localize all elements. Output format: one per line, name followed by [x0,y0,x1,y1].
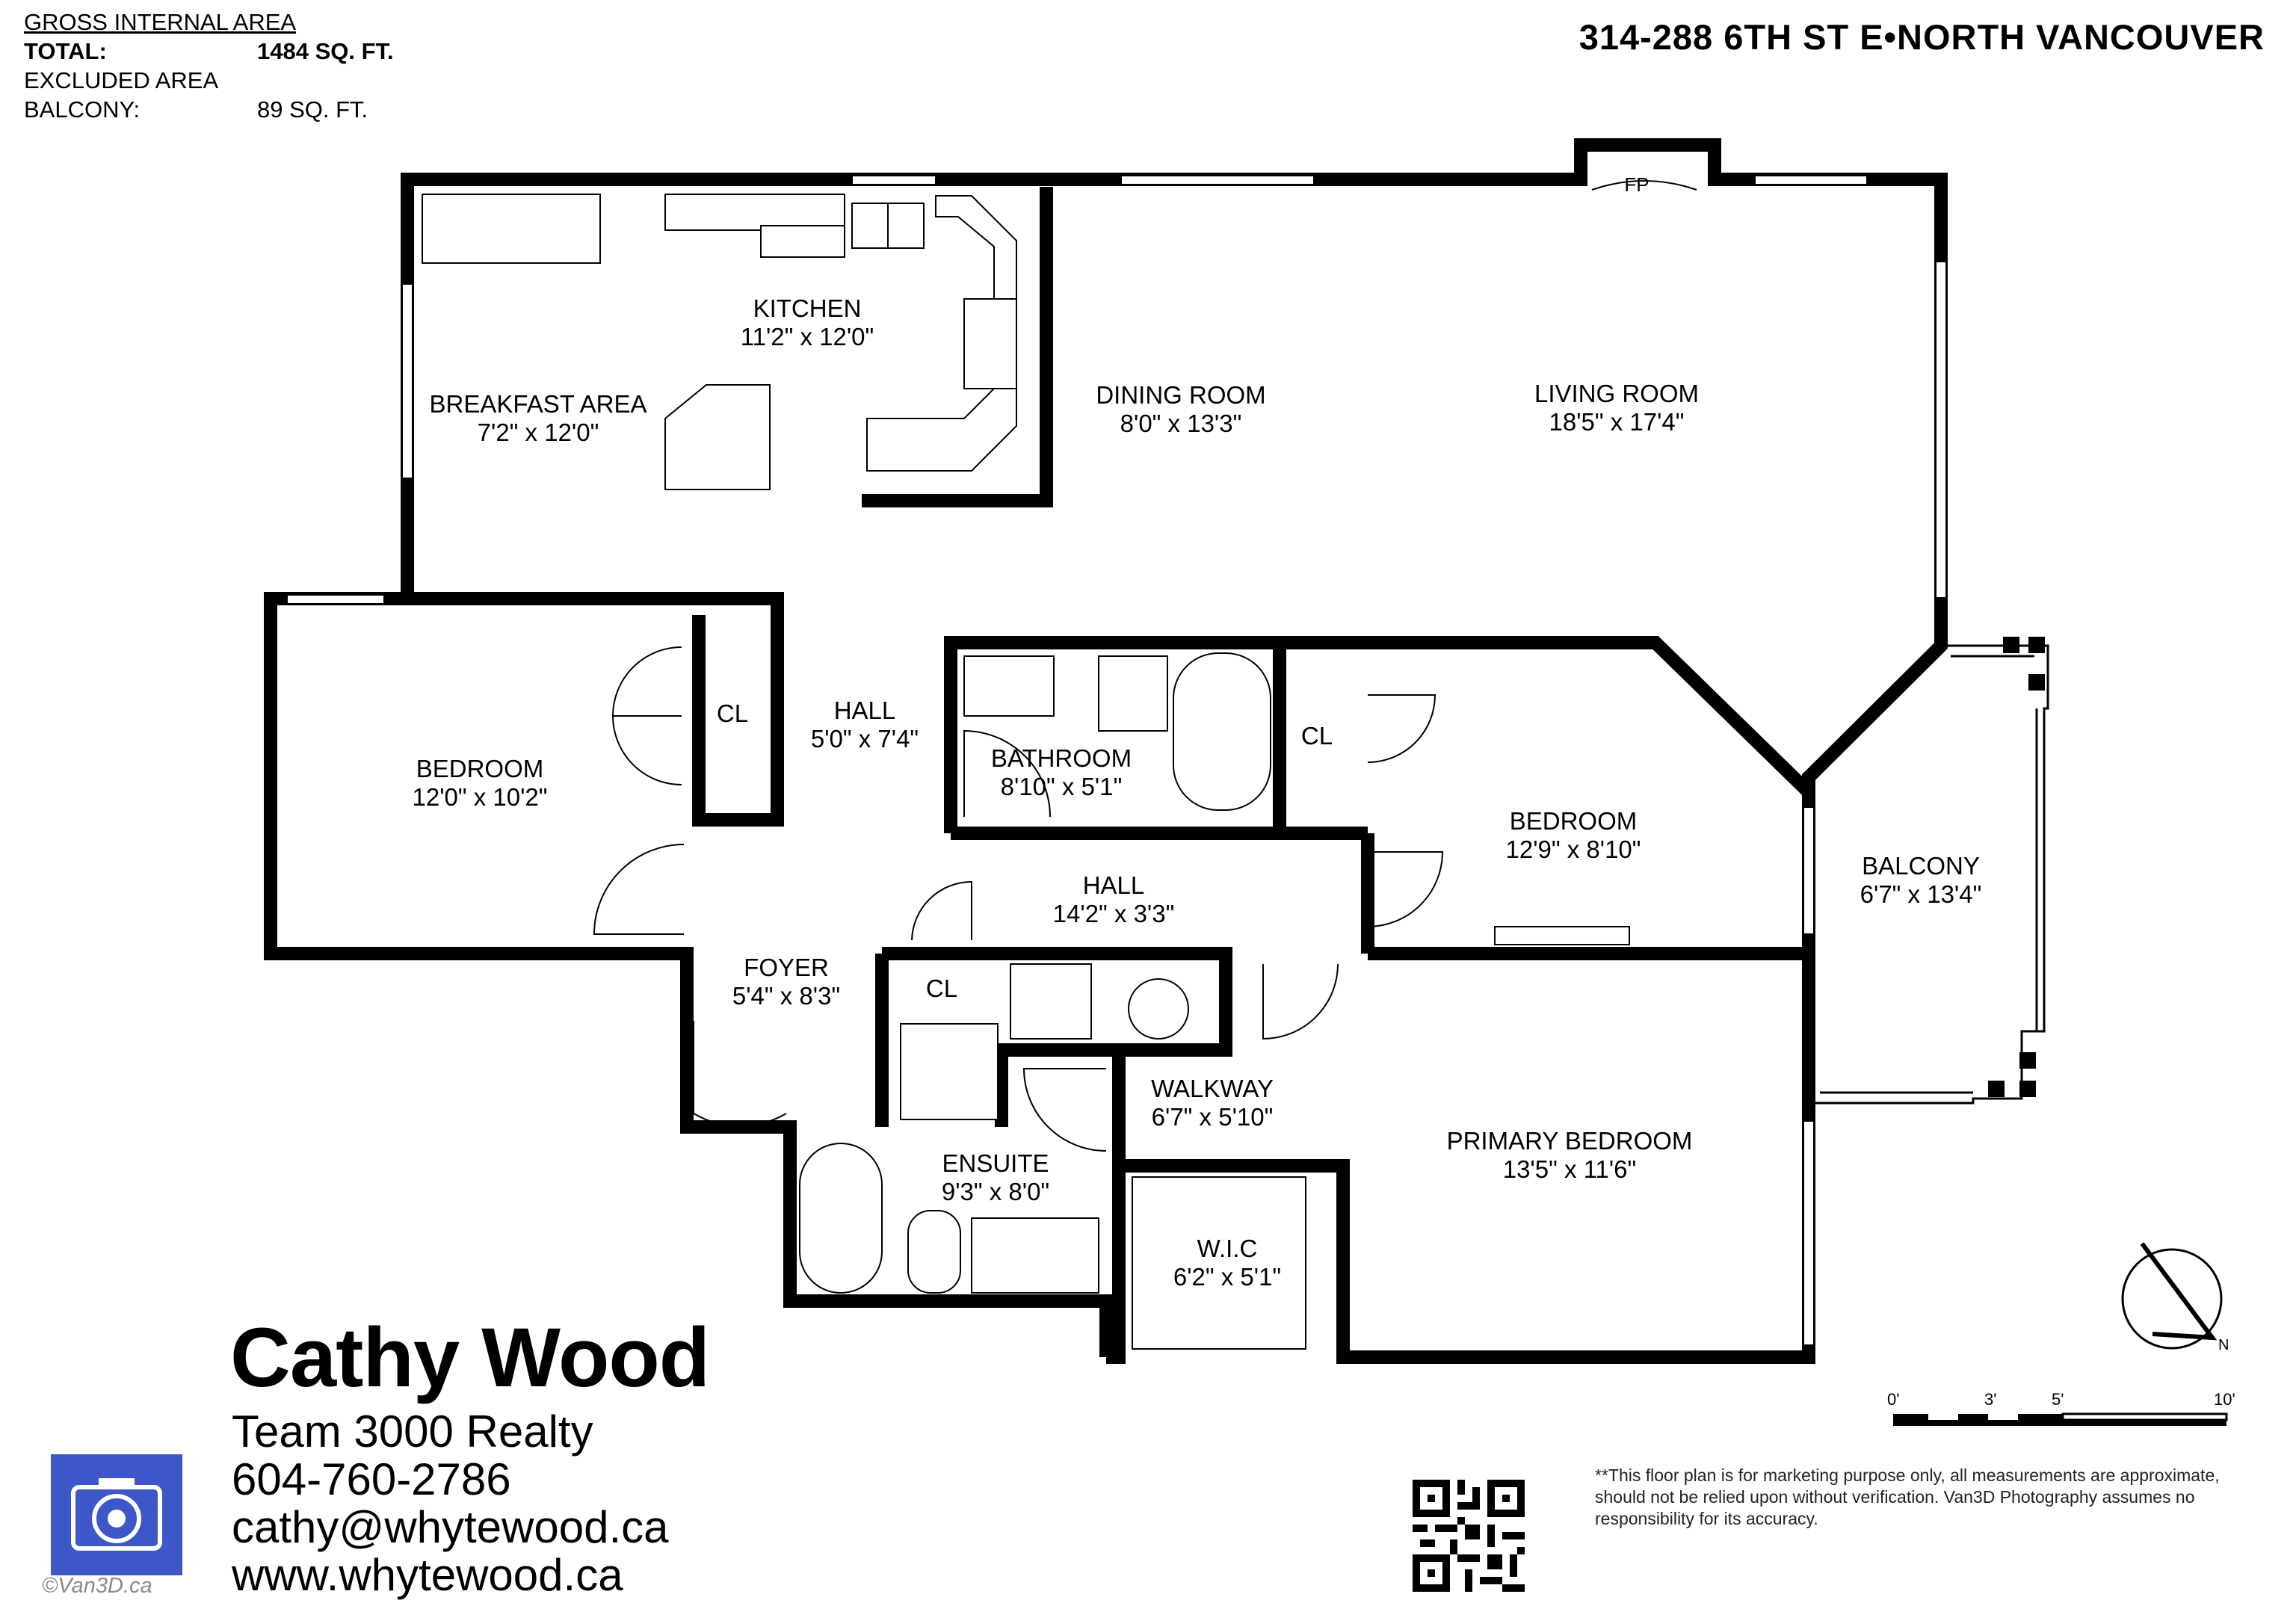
room-size-kitchen: 11'2" x 12'0" [741,323,874,350]
fireplace-hearth [1591,180,1697,191]
room-size-walkway: 6'7" x 5'10" [1152,1103,1274,1131]
compass-north: N [2218,1337,2229,1353]
scale-tick-5: 5' [2052,1390,2064,1409]
room-name-bathroom: BATHROOM [991,744,1132,772]
room-name-foyer: FOYER [744,954,829,981]
scale-tick-10: 10' [2214,1390,2235,1409]
agent-email[interactable]: cathy@whytewood.ca [232,1502,669,1552]
room-size-foyer: 5'4" x 8'3" [732,982,840,1010]
room-size-bedroom-1: 12'0" x 10'2" [413,783,548,811]
closet-label-2: CL [1301,722,1333,750]
total-label: TOTAL: [24,38,107,64]
camera-logo-icon [51,1454,182,1575]
balcony-planters [1988,637,2045,1097]
compass: N [2121,1242,2229,1353]
agent-website[interactable]: www.whytewood.ca [232,1550,623,1600]
room-size-balcony: 6'7" x 13'4" [1860,880,1982,908]
qr-code-icon [1413,1480,1525,1592]
balcony-label: BALCONY: [24,96,141,123]
room-name-ensuite: ENSUITE [942,1149,1049,1177]
closet-label-1: CL [717,699,748,727]
agent-name: Cathy Wood [230,1311,710,1404]
room-name-breakfast: BREAKFAST AREA [429,390,646,418]
excluded-area-heading: EXCLUDED AREA [24,67,219,93]
room-name-bedroom-2: BEDROOM [1510,807,1638,835]
balcony-area-row: BALCONY: 89 SQ. FT. [24,95,394,124]
room-labels: KITCHEN 11'2" x 12'0" BREAKFAST AREA 7'2… [413,294,1982,1291]
room-size-bedroom-2: 12'9" x 8'10" [1506,836,1641,863]
closet-label-3: CL [926,975,957,1002]
room-size-bathroom: 8'10" x 5'1" [1001,773,1123,800]
room-size-living: 18'5" x 17'4" [1549,408,1685,436]
scale-tick-3: 3' [1984,1390,1996,1409]
room-name-dining: DINING ROOM [1096,381,1265,409]
scale-tick-0: 0' [1887,1390,1899,1409]
windows [286,175,1947,1346]
room-name-bedroom-1: BEDROOM [416,755,544,782]
balcony-outline [1807,644,2049,1105]
total-value: 1484 SQ. FT. [257,38,394,64]
gross-area-heading: GROSS INTERNAL AREA [24,9,297,35]
scale-bar: 0' 3' 5' 10' [1887,1390,2235,1426]
area-summary: GROSS INTERNAL AREA TOTAL: 1484 SQ. FT. … [24,7,394,124]
room-name-primary: PRIMARY BEDROOM [1447,1127,1693,1155]
room-size-dining: 8'0" x 13'3" [1120,410,1242,437]
room-size-ensuite: 9'3" x 8'0" [942,1178,1049,1205]
agent-company: Team 3000 Realty [232,1406,593,1457]
room-size-breakfast: 7'2" x 12'0" [478,418,599,446]
room-name-hall-1: HALL [834,697,896,724]
disclaimer: **This floor plan is for marketing purpo… [1595,1465,2220,1528]
room-name-hall-2: HALL [1083,871,1145,899]
agent-phone[interactable]: 604-760-2786 [232,1454,511,1504]
fireplace-label: FP [1624,173,1649,196]
room-size-hall-2: 14'2" x 3'3" [1053,900,1175,927]
room-size-hall-1: 5'0" x 7'4" [811,725,919,753]
room-size-wic: 6'2" x 5'1" [1173,1263,1281,1291]
total-area-row: TOTAL: 1484 SQ. FT. [24,37,394,66]
room-name-walkway: WALKWAY [1151,1075,1274,1102]
room-name-balcony: BALCONY [1862,852,1980,880]
balcony-value: 89 SQ. FT. [257,96,368,123]
copyright: ©Van3D.ca [42,1574,152,1598]
room-name-living: LIVING ROOM [1534,380,1699,407]
room-size-primary: 13'5" x 11'6" [1503,1155,1637,1183]
room-name-wic: W.I.C [1197,1235,1258,1262]
room-name-kitchen: KITCHEN [753,294,862,322]
property-address: 314-288 6TH ST E•NORTH VANCOUVER [1578,17,2265,57]
doors [593,646,1444,1152]
fixtures [422,194,1630,1350]
